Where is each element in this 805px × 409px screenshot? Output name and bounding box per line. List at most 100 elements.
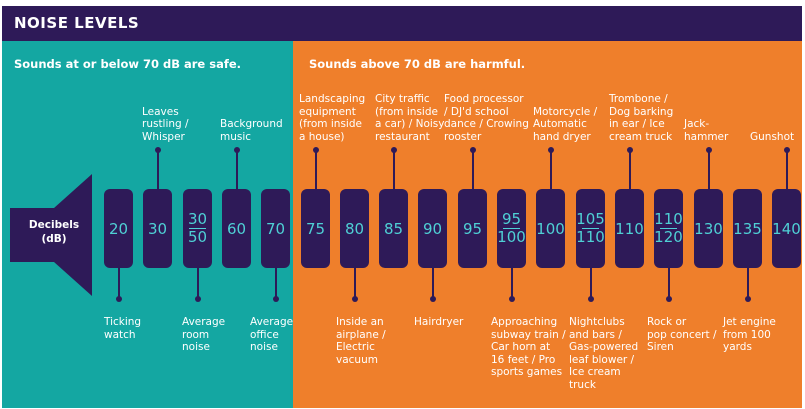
connector-line: [353, 268, 356, 298]
decibel-box: 140: [772, 189, 801, 268]
description-line: Landscaping: [299, 93, 366, 105]
connector-dot: [469, 147, 476, 153]
decibel-value-bottom: 120: [654, 228, 683, 246]
fraction-divider: [660, 228, 677, 229]
level-description: Jack-hammer: [684, 118, 728, 143]
connector-line: [314, 150, 317, 189]
connector-line: [707, 150, 710, 189]
connector-line: [746, 268, 749, 298]
decibel-value: 30: [147, 219, 168, 238]
connector-dot: [429, 296, 436, 302]
fraction-divider: [503, 228, 520, 229]
description-line: from 100: [723, 328, 771, 341]
description-line: equipment: [299, 105, 356, 118]
description-line: truck: [569, 378, 596, 391]
description-line: Background: [220, 118, 283, 130]
connector-line: [431, 268, 434, 298]
decibel-value: 60: [226, 219, 247, 238]
description-line: subway train /: [491, 328, 566, 341]
connector-dot: [272, 296, 279, 302]
description-line: Motorcycle /: [533, 105, 598, 118]
level-description: Gunshot: [750, 131, 794, 144]
decibel-value-top: 110: [654, 210, 683, 228]
description-line: hammer: [684, 130, 729, 143]
connector-dot: [508, 296, 515, 302]
decibel-value: 140: [772, 219, 801, 238]
connector-line: [471, 150, 474, 189]
connector-line: [549, 150, 552, 189]
decibel-box: 90: [418, 189, 447, 268]
decibel-value: 75: [305, 219, 326, 238]
description-line: hand dryer: [533, 130, 591, 143]
connector-line: [235, 150, 238, 189]
decibel-value-top: 105: [576, 210, 605, 228]
connector-dot: [312, 147, 319, 153]
description-line: (from inside: [375, 105, 438, 118]
description-line: City traffic: [375, 93, 430, 105]
description-line: Leaves: [142, 105, 179, 118]
description-line: Food processor: [444, 93, 524, 105]
decibel-value-top: 95: [501, 210, 522, 228]
connector-line: [274, 268, 277, 298]
connector-line: [667, 268, 670, 298]
decibel-box: 135: [733, 189, 762, 268]
decibels-label-line1: Decibels: [28, 219, 80, 231]
decibel-box: 70: [261, 189, 290, 268]
connector-line: [392, 150, 395, 189]
description-line: pop concert /: [647, 328, 717, 341]
decibel-value: 130: [694, 219, 723, 238]
connector-dot: [665, 296, 672, 302]
description-line: Dog barking: [609, 105, 674, 118]
decibel-value: 85: [383, 219, 404, 238]
speaker-icon: [4, 170, 96, 300]
fraction-divider: [582, 228, 599, 229]
description-line: (from inside: [299, 118, 362, 130]
description-line: Ice cream: [569, 366, 621, 378]
description-line: Average: [182, 316, 226, 328]
description-line: rustling /: [142, 118, 189, 130]
description-line: restaurant: [375, 130, 430, 143]
decibel-value: 135: [733, 219, 762, 238]
connector-dot: [547, 147, 554, 153]
description-line: room: [182, 328, 210, 341]
decibel-value: 80: [344, 219, 365, 238]
description-line: a car) / Noisy: [375, 118, 445, 130]
description-line: Gas-powered: [569, 341, 639, 353]
decibel-box: 110: [615, 189, 644, 268]
decibel-value-bottom: 110: [576, 228, 605, 246]
decibel-value-top: 30: [187, 210, 208, 228]
description-line: Approaching: [491, 316, 558, 328]
decibel-value: 95: [462, 219, 483, 238]
description-line: noise: [250, 341, 278, 353]
description-line: Gunshot: [750, 130, 795, 143]
decibel-value-bottom: 50: [187, 228, 208, 246]
harmful-zone-label: Sounds above 70 dB are harmful.: [309, 57, 526, 71]
description-line: a house): [299, 130, 345, 143]
decibels-label: Decibels (dB): [24, 218, 84, 246]
decibel-box: 85: [379, 189, 408, 268]
connector-line: [156, 150, 159, 189]
decibel-value-bottom: 100: [497, 228, 526, 246]
description-line: yards: [723, 341, 752, 353]
connector-dot: [705, 147, 712, 153]
description-line: watch: [104, 328, 136, 341]
description-line: music: [220, 130, 252, 143]
header-bar: NOISE LEVELS: [2, 6, 802, 41]
description-line: Rock or: [647, 316, 687, 328]
connector-line: [785, 150, 788, 189]
